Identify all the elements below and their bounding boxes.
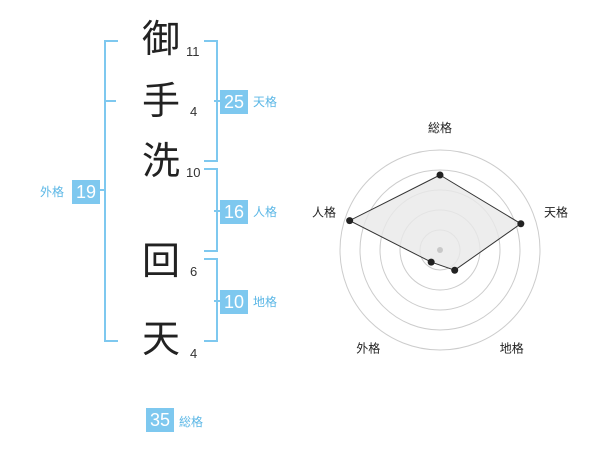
radar-grid-ring [359,169,521,331]
radar-axis-label-3: 地格 [500,341,524,356]
radar-point-4 [427,258,435,266]
chikaku-tick [214,300,222,302]
name-char-1: 御 [142,17,181,61]
stroke-count-2: 4 [190,104,198,119]
name-char-2: 手 [142,79,181,123]
radar-point-1 [436,171,444,179]
gaikaku-tick-connector [98,189,106,191]
gaikaku-bracket [104,40,118,342]
jinkaku-tick [214,210,222,212]
radar-shape [348,174,522,271]
name-char-5: 天 [142,317,181,361]
radar-points [346,171,525,274]
tenkaku-tick [214,100,222,102]
radar-point-2 [517,220,525,228]
soukaku-value-badge: 35 [146,408,174,432]
tenkaku-value-badge: 25 [220,90,248,114]
gaikaku-tick [104,100,116,102]
jinkaku-value-badge: 16 [220,200,248,224]
radar-axis-label-5: 人格 [312,204,336,219]
radar-axis-label-4: 外格 [356,341,380,356]
chikaku-label: 地格 [253,295,278,309]
radar-point-3 [451,266,459,274]
jinkaku-label: 人格 [253,205,278,219]
name-char-4: 回 [142,239,181,283]
gaikaku-label: 外格 [40,185,65,199]
radar-grid-ring [339,149,541,351]
radar-axis-label-2: 天格 [544,204,568,219]
stroke-count-3: 10 [186,165,201,180]
soukaku-label: 総格 [179,415,204,429]
stroke-count-4: 6 [190,264,198,279]
name-char-3: 洗 [142,139,181,183]
stroke-count-1: 11 [186,44,200,59]
radar-axis-label-1: 総格 [428,120,452,135]
chikaku-value-badge: 10 [220,290,248,314]
radar-point-5 [346,217,354,225]
gaikaku-value-badge: 19 [72,180,100,204]
tenkaku-label: 天格 [253,95,278,109]
stroke-count-5: 4 [190,346,198,361]
radar-center-dot [437,247,443,253]
